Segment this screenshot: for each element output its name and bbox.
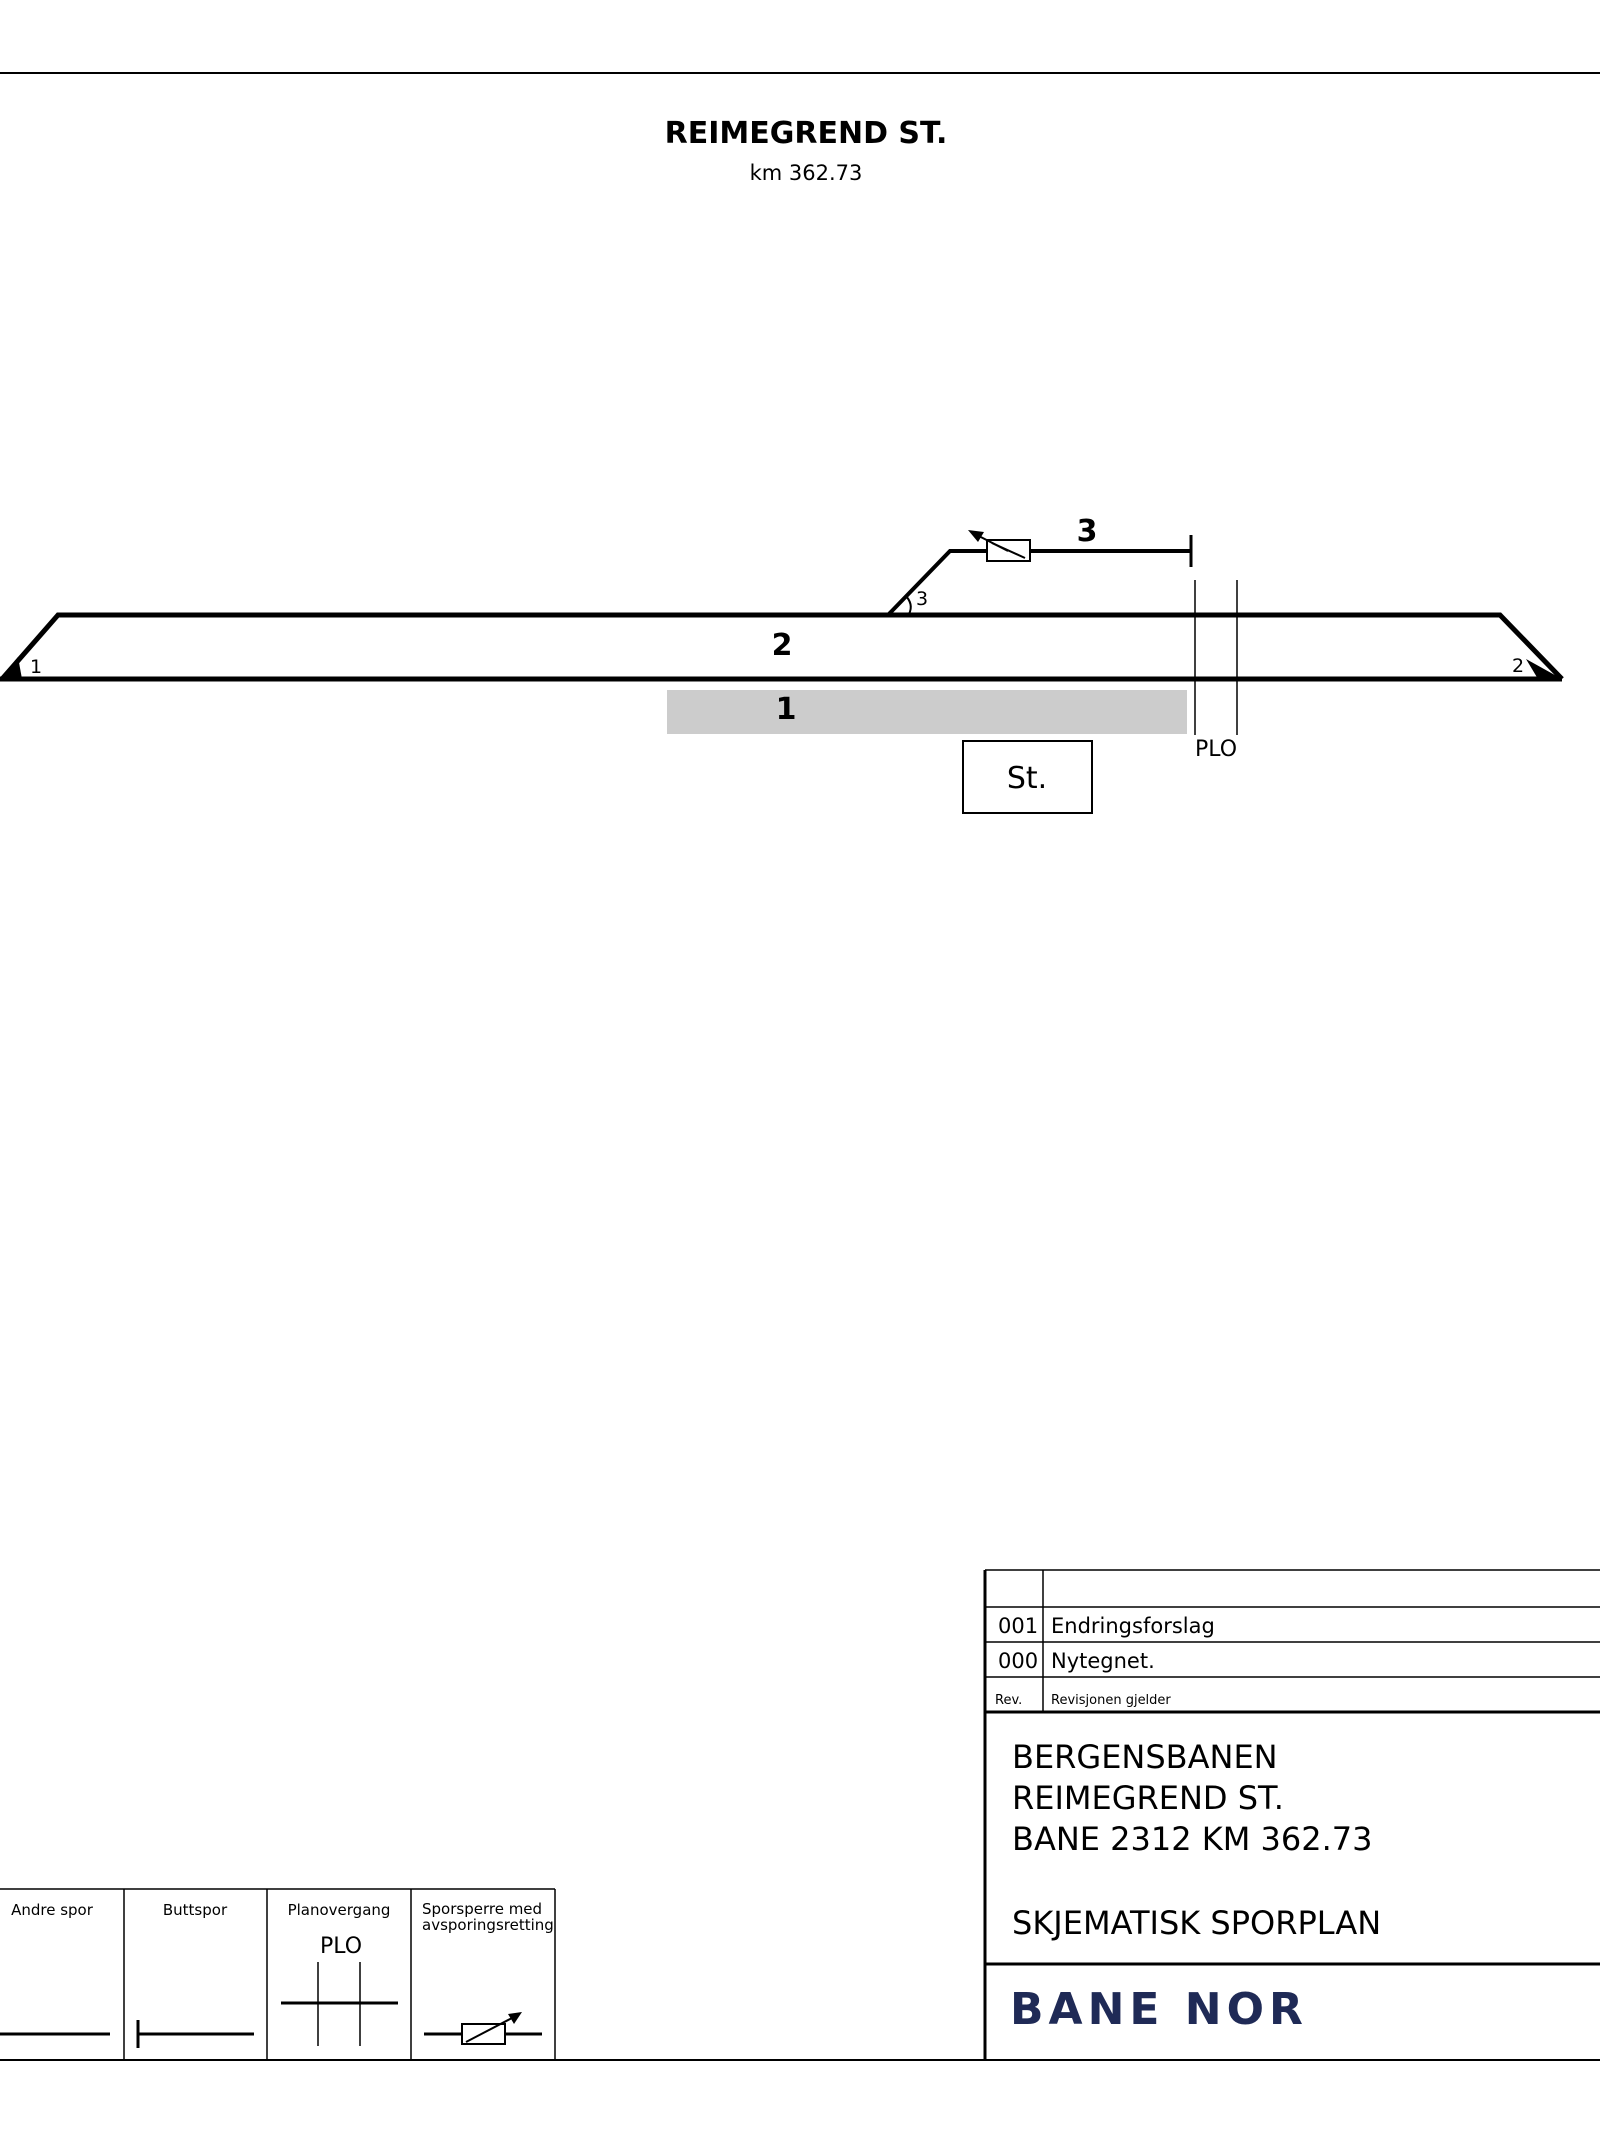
switch-3-label: 3 (916, 588, 928, 610)
station-km: km 362.73 (750, 161, 863, 185)
legend-sporsperre-label-2: avsporingsretting (422, 1916, 554, 1934)
legend: Andre spor Buttspor Planovergang PLO Spo… (0, 1888, 556, 2060)
legend-sporsperre-label-1: Sporsperre med (422, 1900, 542, 1918)
rev-row-1-text: Endringsforslag (1051, 1614, 1215, 1638)
title-line-4: SKJEMATISK SPORPLAN (1012, 1904, 1381, 1942)
switch-1-icon (0, 657, 22, 679)
title-block: 001 Endringsforslag 000 Nytegnet. Rev. R… (983, 1569, 1600, 2060)
rev-row-2-number: 000 (998, 1649, 1038, 1673)
legend-planovergang-label: Planovergang (288, 1901, 391, 1919)
platform (667, 690, 1187, 734)
title-line-3: BANE 2312 KM 362.73 (1012, 1820, 1373, 1858)
switch-2-icon (1526, 659, 1562, 679)
switch-1-label: 1 (30, 656, 42, 678)
track-3-line (886, 549, 1191, 617)
legend-derailer-arrow-shaft (465, 2017, 513, 2043)
title-line-2: REIMEGREND ST. (1012, 1779, 1284, 1817)
station-building (962, 740, 1093, 814)
title-line-1: BERGENSBANEN (1012, 1738, 1278, 1776)
rev-row-1-number: 001 (998, 1614, 1038, 1638)
track-1-label: 1 (776, 692, 797, 727)
switch-2-label: 2 (1512, 655, 1524, 677)
legend-buttspor-label: Buttspor (163, 1901, 228, 1919)
bane-nor-logo: BANE NOR (1010, 1984, 1308, 2035)
rev-row-2-text: Nytegnet. (1051, 1649, 1155, 1673)
rev-text-col-header: Revisjonen gjelder (1051, 1693, 1171, 1708)
derailer-arrow-icon (968, 530, 984, 542)
track-2-line (0, 612, 1564, 681)
station-title: REIMEGREND ST. (665, 116, 948, 151)
level-crossing-label: PLO (1195, 737, 1237, 762)
switch-3-icon (904, 594, 912, 615)
legend-plo-text: PLO (320, 1934, 362, 1959)
track-3-label: 3 (1077, 514, 1098, 549)
rev-col-header: Rev. (995, 1693, 1022, 1708)
legend-derailer-arrow-icon (508, 2012, 522, 2024)
track-2-label: 2 (772, 628, 793, 663)
station-building-label: St. (1007, 761, 1047, 796)
legend-other-track-label: Andre spor (11, 1901, 94, 1919)
